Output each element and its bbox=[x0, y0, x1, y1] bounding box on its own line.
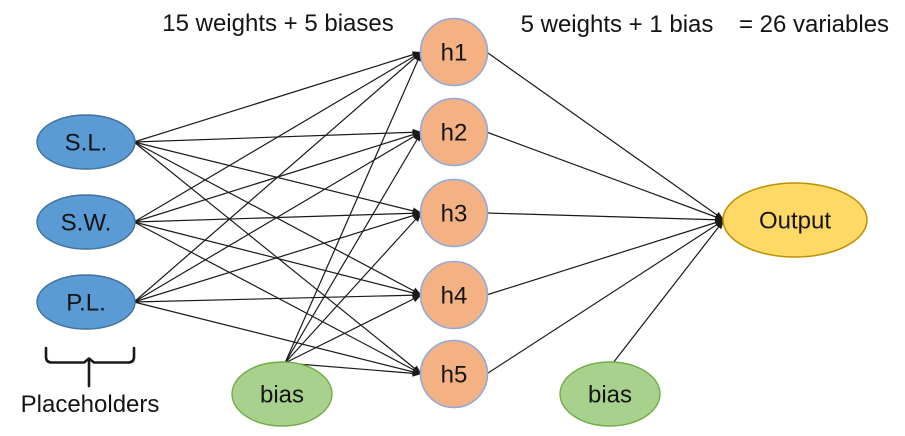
edge-bias2-out bbox=[612, 219, 725, 364]
node-h2: h2 bbox=[419, 97, 489, 167]
edge-bias1-h1 bbox=[284, 51, 423, 364]
node-sl: S.L. bbox=[36, 114, 136, 170]
node-label-h1: h1 bbox=[441, 39, 468, 66]
edge-h3-out bbox=[486, 212, 725, 224]
node-label-h3: h3 bbox=[441, 200, 468, 227]
node-label-bias2: bias bbox=[588, 381, 632, 408]
node-shape-bias2 bbox=[559, 361, 661, 427]
edge-pl-h5 bbox=[133, 301, 422, 376]
node-out: Output bbox=[722, 182, 868, 258]
node-h1: h1 bbox=[419, 17, 489, 87]
node-label-h5: h5 bbox=[441, 361, 468, 388]
edge-pl-h1 bbox=[133, 51, 422, 303]
node-label-h2: h2 bbox=[441, 119, 468, 146]
node-label-pl: P.L. bbox=[66, 289, 106, 316]
edge-bias1-h5 bbox=[284, 362, 422, 377]
node-shape-h5 bbox=[419, 339, 489, 409]
node-shape-pl bbox=[36, 274, 136, 330]
placeholders-label: Placeholders bbox=[21, 391, 160, 418]
edge-h1-out bbox=[486, 51, 725, 221]
edge-sw-h1 bbox=[133, 51, 422, 223]
edge-h4-out bbox=[486, 219, 725, 296]
node-bias1: bias bbox=[231, 361, 333, 427]
annotation-hidden-layer-count: 15 weights + 5 biases bbox=[162, 10, 393, 37]
node-h5: h5 bbox=[419, 339, 489, 409]
edge-pl-h4 bbox=[133, 291, 422, 303]
node-h3: h3 bbox=[419, 178, 489, 248]
node-label-sl: S.L. bbox=[65, 129, 108, 156]
nodes-layer: S.L. S.W. P.L. h1 h2 h3 h4 h5 bias bias Output bbox=[36, 17, 868, 427]
node-shape-h3 bbox=[419, 178, 489, 248]
annotation-total-variables: = 26 variables bbox=[739, 11, 889, 38]
edge-bias1-h4 bbox=[284, 294, 422, 364]
edge-pl-h2 bbox=[133, 131, 422, 303]
node-pl: P.L. bbox=[36, 274, 136, 330]
node-label-h4: h4 bbox=[441, 282, 468, 309]
node-label-sw: S.W. bbox=[61, 209, 112, 236]
edges-layer bbox=[133, 51, 725, 377]
node-shape-h1 bbox=[419, 17, 489, 87]
node-shape-h2 bbox=[419, 97, 489, 167]
node-sw: S.W. bbox=[36, 194, 136, 250]
edge-h5-out bbox=[486, 219, 725, 375]
node-shape-bias1 bbox=[231, 361, 333, 427]
edge-sl-h1 bbox=[133, 51, 422, 143]
node-shape-sw bbox=[36, 194, 136, 250]
node-shape-h4 bbox=[419, 260, 489, 330]
node-label-out: Output bbox=[759, 207, 831, 234]
node-h4: h4 bbox=[419, 260, 489, 330]
node-shape-sl bbox=[36, 114, 136, 170]
edge-sw-h4 bbox=[133, 221, 422, 297]
node-shape-out bbox=[722, 182, 868, 258]
node-bias2: bias bbox=[559, 361, 661, 427]
edge-sl-h4 bbox=[133, 141, 422, 296]
edge-bias1-h2 bbox=[284, 131, 423, 364]
edge-h2-out bbox=[486, 131, 725, 221]
edge-pl-h3 bbox=[133, 212, 422, 303]
node-label-bias1: bias bbox=[260, 381, 304, 408]
annotation-output-layer-count: 5 weights + 1 bias bbox=[521, 11, 714, 38]
edge-bias1-h3 bbox=[284, 212, 422, 364]
placeholders-brace bbox=[44, 346, 136, 388]
